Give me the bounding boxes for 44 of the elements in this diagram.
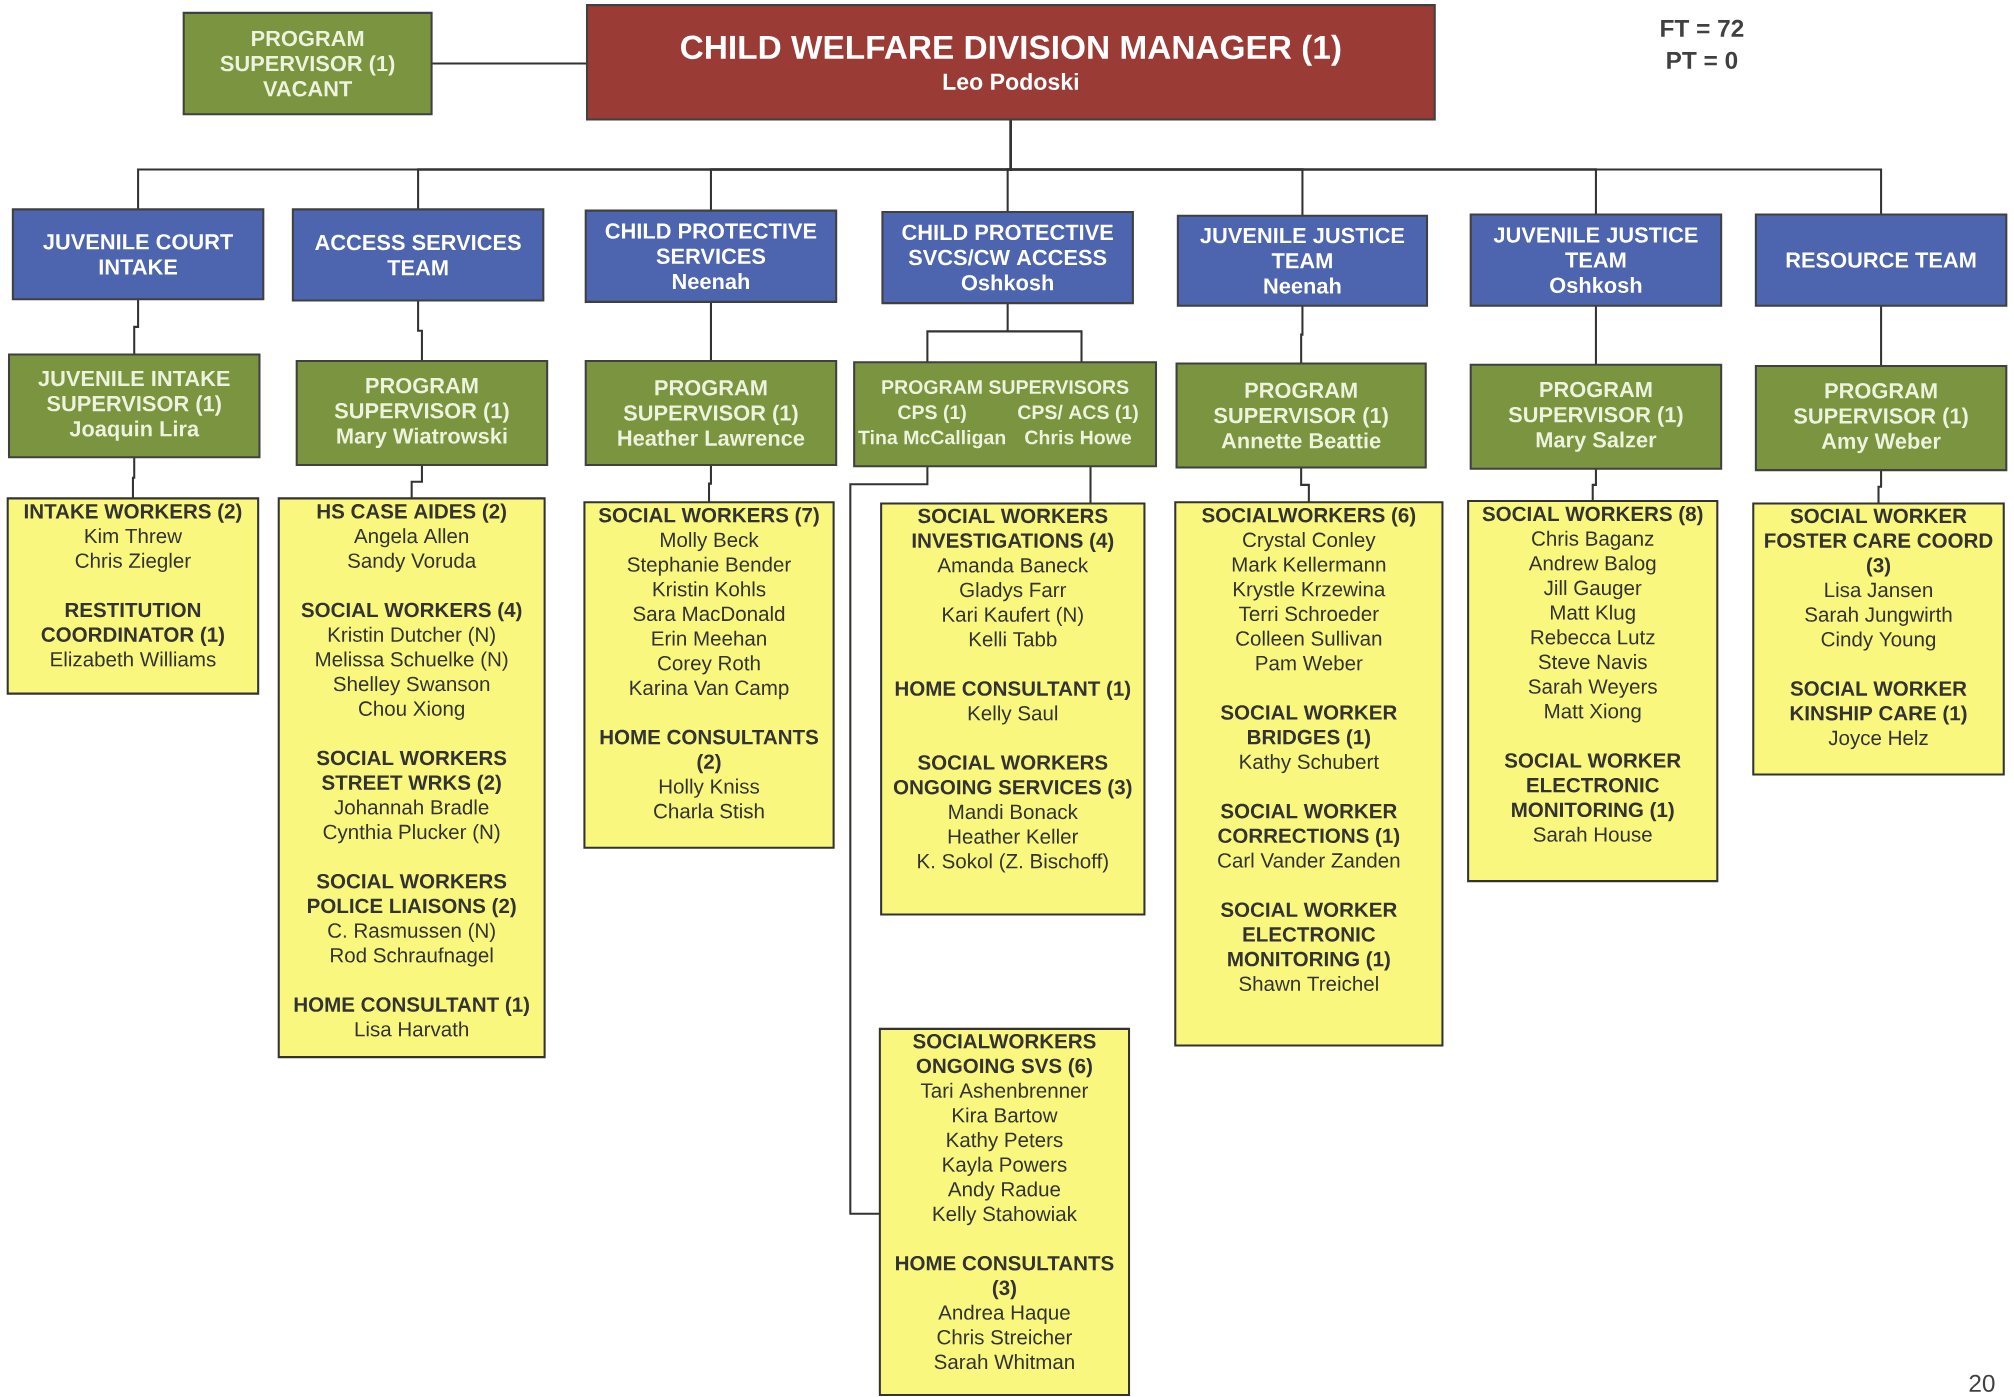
connector-line <box>417 300 423 361</box>
connector-line <box>1300 467 1310 502</box>
connector-line <box>709 301 712 361</box>
staff-box: SOCIAL WORKERS (8) Chris Baganz Andrew Balog Jill Gauger Matt Klug Rebecca Lutz Steve Navis Sarah Weyers Matt Xiong SOCIAL WORKER ELECTRONIC MONITORING (1) Sarah House <box>1467 499 1719 882</box>
connector-line <box>133 299 140 355</box>
connector-line <box>410 464 423 499</box>
connector-line <box>1594 305 1597 365</box>
connector-line <box>708 464 712 502</box>
department-box: JUVENILE COURT INTAKE <box>11 208 265 301</box>
department-box: RESOURCE TEAM <box>1754 213 2008 307</box>
connector-line <box>131 457 136 499</box>
supervisor-box: PROGRAM SUPERVISOR (1) Amy Weber <box>1754 364 2008 471</box>
supervisor-box: PROGRAM SUPERVISOR (1) Heather Lawrence <box>584 359 838 466</box>
department-box: CHILD PROTECTIVE SVCS/CW ACCESS Oshkosh <box>881 210 1134 304</box>
staff-box: SOCIAL WORKERS INVESTIGATIONS (4) Amanda Baneck Gladys Farr Kari Kaufert (N) Kelli Tabb HOME CONSULTANT (1) Kelly Saul SOCIAL WORKERS ONGOING SERVICES (3) Mandi Bonack Heather Keller K. Sokol (Z. Bischoff) <box>880 502 1146 916</box>
supervisor-box: PROGRAM SUPERVISOR (1) Mary Salzer <box>1469 363 1723 470</box>
staff-count-label: PT = 0 <box>1667 51 1738 69</box>
department-box: CHILD PROTECTIVE SERVICES Neenah <box>584 209 838 303</box>
supervisor-box: PROGRAM SUPERVISORS CPS (1) CPS/ ACS (1) Tina McCalligan Chris Howe <box>853 360 1158 468</box>
connector-line <box>1591 468 1597 501</box>
staff-box: SOCIALWORKERS (6) Crystal Conley Mark Kellermann Krystle Krzewina Terri Schroeder Colleen Sullivan Pam Weber SOCIAL WORKER BRIDGES (1) Kathy Schubert SOCIAL WORKER CORRECTIONS (1) Carl Vander Zanden SOCIAL WORKER ELECTRONIC MONITORING (1) Shawn Treichel <box>1174 500 1444 1047</box>
connector-line <box>1880 305 1883 366</box>
department-box: JUVENILE JUSTICE TEAM Neenah <box>1176 214 1429 307</box>
connector-line <box>1089 466 1092 504</box>
connector-line <box>1009 119 1883 215</box>
connector-line <box>1877 469 1883 504</box>
connector-line <box>926 301 1083 363</box>
supervisor-box: PROGRAM SUPERVISOR (1) Annette Beattie <box>1175 362 1427 469</box>
staff-box: HS CASE AIDES (2) Angela Allen Sandy Voruda SOCIAL WORKERS (4) Kristin Dutcher (N) Melissa Schuelke (N) Shelley Swanson Chou Xiong SOCIAL WORKERS STREET WRKS (2) Johannah Bradle Cynthia Plucker (N) SOCIAL WORKERS POLICE LIAISONS (2) C. Rasmussen (N) Rod Schraufnagel HOME CONSULTANT (1) Lisa Harvath <box>277 497 546 1058</box>
supervisor-box: PROGRAM SUPERVISOR (1) Mary Wiatrowski <box>295 359 549 466</box>
connector-line <box>431 62 587 65</box>
page-number: 20 <box>1969 1374 1995 1392</box>
staff-box: INTAKE WORKERS (2) Kim Threw Chris Ziegler RESTITUTION COORDINATOR (1) Elizabeth Williams <box>6 497 260 695</box>
supervisor-box: PROGRAM SUPERVISOR (1) VACANT <box>182 11 433 116</box>
staff-box: SOCIAL WORKER FOSTER CARE COORD (3) Lisa Jansen Sarah Jungwirth Cindy Young SOCIAL WORKER KINSHIP CARE (1) Joyce Helz <box>1752 502 2005 776</box>
supervisor-box: JUVENILE INTAKE SUPERVISOR (1) Joaquin Lira <box>7 353 261 459</box>
department-box: ACCESS SERVICES TEAM <box>291 208 545 302</box>
department-box: JUVENILE JUSTICE TEAM Oshkosh <box>1469 213 1723 307</box>
connector-line <box>849 466 929 1215</box>
connector-line <box>1300 305 1304 364</box>
staff-count-label: FT = 72 <box>1661 19 1744 37</box>
staff-box: SOCIALWORKERS ONGOING SVS (6) Tari Ashenbrenner Kira Bartow Kathy Peters Kayla Powers Andy Radue Kelly Stahowiak HOME CONSULTANTS (3) Andrea Haque Chris Streicher Sarah Whitman <box>878 1027 1131 1396</box>
staff-box: SOCIAL WORKERS (7) Molly Beck Stephanie Bender Kristin Kohls Sara MacDonald Erin Meehan Corey Roth Karina Van Camp HOME CONSULTANTS (2) Holly Kniss Charla Stish <box>583 500 835 849</box>
manager-box: CHILD WELFARE DIVISION MANAGER (1) Leo Podoski <box>585 3 1436 121</box>
